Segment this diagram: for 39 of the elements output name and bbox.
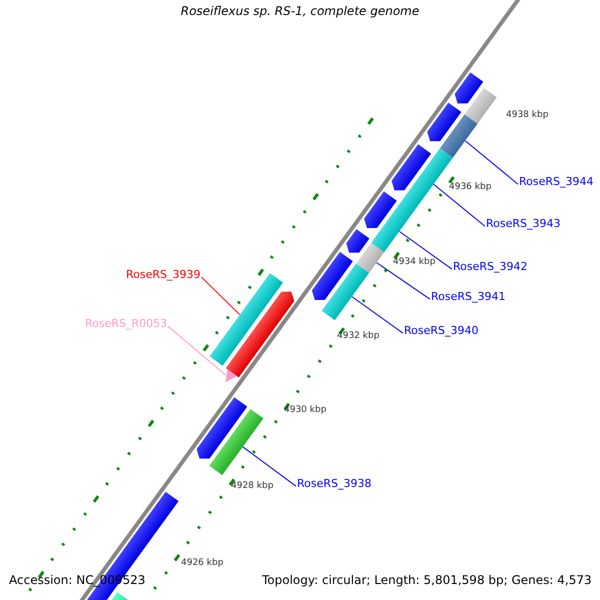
gene-bar: [454, 72, 484, 104]
gene-bar: [392, 144, 432, 190]
leader-line: [398, 230, 452, 270]
leader-line: [242, 446, 296, 487]
scale-label: 4936 kbp: [449, 182, 492, 193]
gene-label: RoseRS_R0053: [85, 317, 168, 330]
gene-label: RoseRS_3939: [126, 268, 200, 282]
gene-bar: [427, 102, 462, 142]
leader-line: [168, 326, 226, 376]
gene-bar: [322, 264, 370, 320]
gene-bar: [356, 242, 384, 274]
gene-label: RoseRS_3941: [431, 290, 506, 304]
leader-line: [464, 140, 518, 185]
leader-line: [201, 276, 240, 316]
gene-label: RoseRS_3944: [519, 175, 594, 188]
gene-bar: [440, 114, 478, 158]
scale-label: 4934 kbp: [393, 257, 436, 268]
gene-label: RoseRS_3940: [404, 324, 478, 338]
scale-label: 4928 kbp: [231, 481, 274, 492]
scale-label: 4926 kbp: [181, 558, 224, 569]
map-title: Roseiflexus sp. RS-1, complete genome: [180, 4, 420, 18]
gene-label: RoseRS_3938: [297, 477, 372, 490]
leader-line: [433, 184, 486, 227]
gene-bar: [196, 397, 248, 459]
gene-bar: [364, 191, 397, 228]
genome-stats-text: Topology: circular; Length: 5,801,598 bp; Genes: 4,573: [262, 573, 592, 588]
leader-line: [376, 262, 430, 300]
gene-bar: [209, 409, 264, 476]
leader-line: [351, 296, 404, 334]
gene-label: RoseRS_3942: [453, 260, 528, 274]
gene-bar: [464, 88, 497, 124]
gene-bar: [312, 252, 353, 300]
gene-bar: [226, 292, 294, 378]
rna-marker: [225, 369, 238, 382]
gene-label: RoseRS_3943: [486, 217, 560, 230]
gene-bar: [210, 273, 283, 366]
scale-label: 4930 kbp: [284, 405, 326, 416]
scale-label: 4932 kbp: [337, 331, 380, 342]
scale-label: 4938 kbp: [506, 110, 548, 121]
